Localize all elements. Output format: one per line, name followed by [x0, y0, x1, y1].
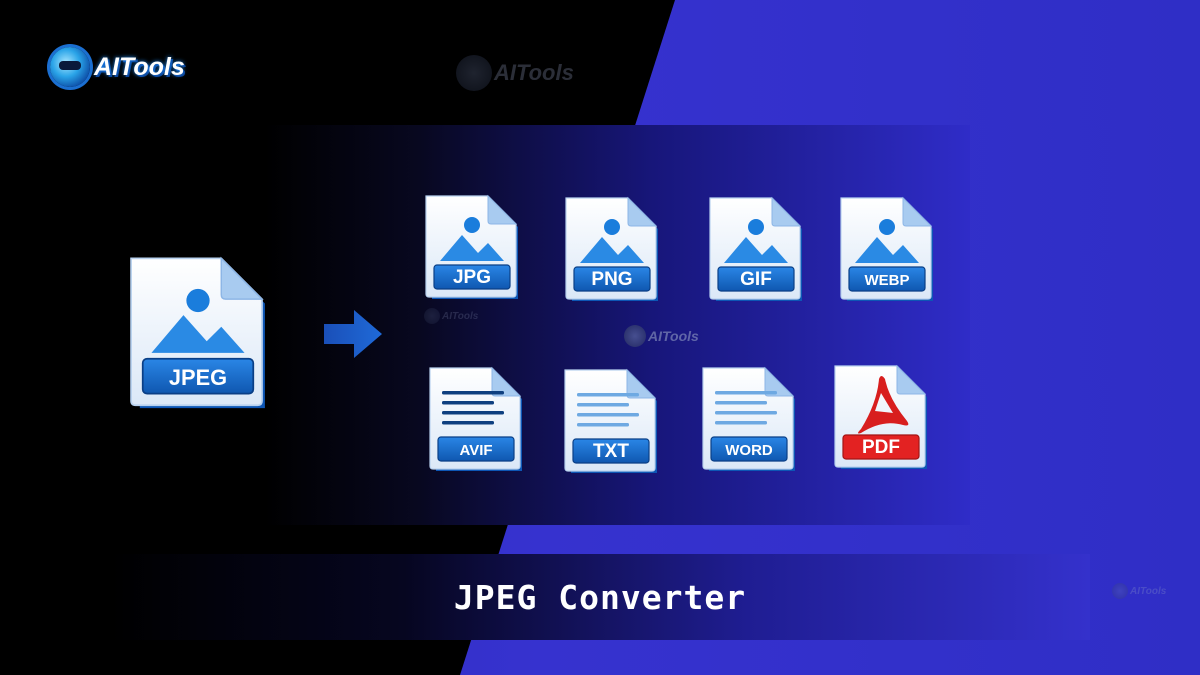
word-document-file-icon: WORD: [697, 365, 801, 475]
file-type-label: WEBP: [865, 272, 910, 289]
title-bar: JPEG Converter: [110, 554, 1090, 640]
robot-head-icon: [424, 308, 440, 324]
robot-head-icon: [50, 47, 90, 87]
file-type-label: PNG: [591, 269, 632, 290]
aitools-watermark: AITools: [624, 325, 699, 347]
jpeg-image-file-icon: JPEG: [122, 254, 274, 414]
aitools-watermark: AITools: [456, 55, 574, 91]
jpg-image-file-icon: JPG: [420, 193, 524, 303]
robot-head-icon: [456, 55, 492, 91]
robot-head-icon: [624, 325, 646, 347]
aitools-watermark: AITools: [1112, 583, 1166, 599]
watermark-text: AITools: [442, 310, 479, 322]
aitools-watermark: AITools: [424, 308, 478, 324]
file-type-label: AVIF: [459, 442, 492, 459]
file-type-label: TXT: [593, 441, 629, 462]
watermark-text: AITools: [494, 60, 574, 85]
logo-text: AITools: [94, 52, 185, 81]
file-type-label: PDF: [862, 437, 900, 458]
txt-document-file-icon: TXT: [559, 367, 663, 477]
file-type-label: GIF: [740, 269, 772, 290]
arrow-right-icon: [322, 306, 384, 367]
png-image-file-icon: PNG: [560, 195, 664, 305]
robot-head-icon: [1112, 583, 1128, 599]
aitools-logo: AITools: [50, 47, 185, 87]
watermark-text: AITools: [648, 328, 699, 344]
gif-image-file-icon: GIF: [704, 195, 808, 305]
pdf-file-icon: PDF: [829, 363, 933, 473]
avif-document-file-icon: AVIF: [424, 365, 528, 475]
file-type-label: JPEG: [169, 365, 227, 390]
watermark-text: AITools: [1130, 585, 1167, 597]
webp-image-file-icon: WEBP: [835, 195, 939, 305]
file-type-label: JPG: [453, 267, 491, 288]
file-type-label: WORD: [725, 442, 773, 459]
page-title: JPEG Converter: [453, 577, 747, 617]
